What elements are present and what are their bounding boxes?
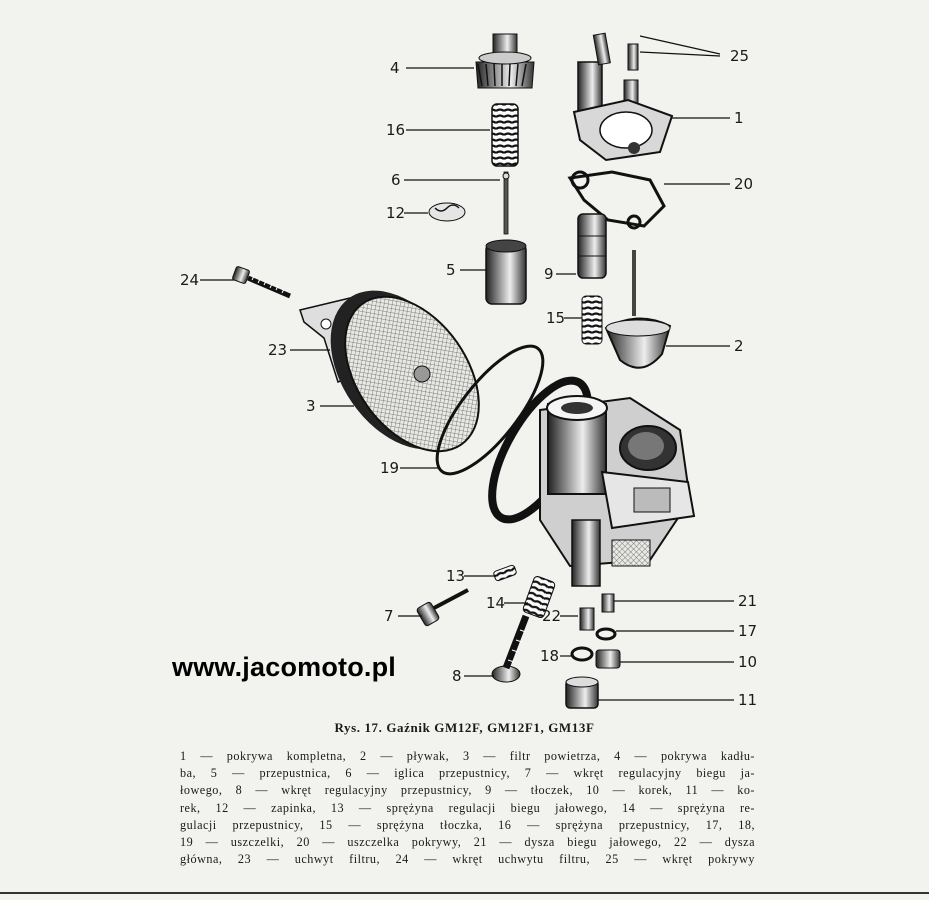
watermark-url: www.jacomoto.pl: [172, 652, 397, 682]
part-7-idle-screw: [416, 588, 469, 627]
part-5-throttle-slide: [485, 239, 527, 305]
part-16-throttle-spring: [491, 103, 519, 167]
callout-5: 5: [446, 261, 456, 279]
callout-15: 15: [546, 309, 565, 327]
part-6-throttle-needle: [502, 171, 510, 235]
callout-9: 9: [544, 265, 554, 283]
part-10-plug: [595, 649, 621, 669]
carburetor-exploded-diagram: 4 16 6 12 5 24 23 3 19 13 7 14 8 9 15 22…: [180, 32, 757, 709]
callout-14: 14: [486, 594, 505, 612]
callout-10: 10: [738, 653, 757, 671]
callout-20: 20: [734, 175, 753, 193]
caption-line: łowego, 8 — wkręt regulacyjny przepustni…: [180, 783, 755, 798]
figure-caption-legend: 1 — pokrywa kompletna, 2 — pływak, 3 — f…: [180, 748, 755, 868]
callout-8: 8: [452, 667, 462, 685]
part-24-filter-holder-screw: [232, 266, 291, 299]
part-17-seal: [595, 627, 617, 641]
callout-11: 11: [738, 691, 757, 709]
callout-1: 1: [734, 109, 744, 127]
callout-4: 4: [390, 59, 400, 77]
page-bottom-rule: [0, 892, 929, 894]
caption-line: ba, 5 — przepustnica, 6 — iglica przepus…: [180, 766, 755, 781]
caption-line: 1 — pokrywa kompletna, 2 — pływak, 3 — f…: [180, 749, 755, 763]
callout-24: 24: [180, 271, 199, 289]
part-4-body-cover: [475, 33, 535, 89]
leader-lines: [200, 35, 734, 701]
callout-2: 2: [734, 337, 744, 355]
part-8-throttle-screw: [491, 614, 530, 683]
part-25-cover-screws: [592, 32, 639, 71]
caption-line: gulacji przepustnicy, 15 — sprężyna tłoc…: [180, 817, 755, 832]
caption-line: rek, 12 — zapinka, 13 — sprężyna regulac…: [180, 800, 755, 815]
callout-19: 19: [380, 459, 399, 477]
part-9-piston: [577, 213, 607, 279]
caption-line: 19 — uszczelki, 20 — uszczelka pokrywy, …: [180, 835, 755, 850]
part-2-float: [604, 250, 672, 369]
part-12-clip: [428, 202, 466, 222]
carburetor-body: [488, 376, 696, 587]
callout-7: 7: [384, 607, 394, 625]
part-11-plug: [565, 676, 599, 709]
callout-16: 16: [386, 121, 405, 139]
callout-18: 18: [540, 647, 559, 665]
part-22-main-jet: [579, 607, 595, 631]
caption-line: główna, 23 — uchwyt filtru, 24 — wkręt u…: [180, 852, 755, 867]
callout-labels: 4 16 6 12 5 24 23 3 19 13 7 14 8 9 15 22…: [180, 47, 757, 709]
callout-22: 22: [542, 607, 561, 625]
callout-12: 12: [386, 204, 405, 222]
figure-caption-title: Rys. 17. Gaźnik GM12F, GM12F1, GM13F: [334, 720, 595, 735]
part-15-piston-spring: [581, 295, 603, 345]
callout-25: 25: [730, 47, 749, 65]
part-21-idle-jet: [601, 593, 615, 613]
part-14-throttle-adjust-spring: [522, 576, 556, 618]
part-1-cover-complete: [572, 61, 674, 162]
callout-3: 3: [306, 397, 316, 415]
callout-23: 23: [268, 341, 287, 359]
callout-17: 17: [738, 622, 757, 640]
part-20-cover-gasket: [567, 170, 666, 230]
part-18-seal: [570, 646, 594, 662]
part-13-idle-spring: [493, 564, 517, 582]
part-3-air-filter: [330, 290, 480, 453]
callout-6: 6: [391, 171, 401, 189]
callout-21: 21: [738, 592, 757, 610]
callout-13: 13: [446, 567, 465, 585]
